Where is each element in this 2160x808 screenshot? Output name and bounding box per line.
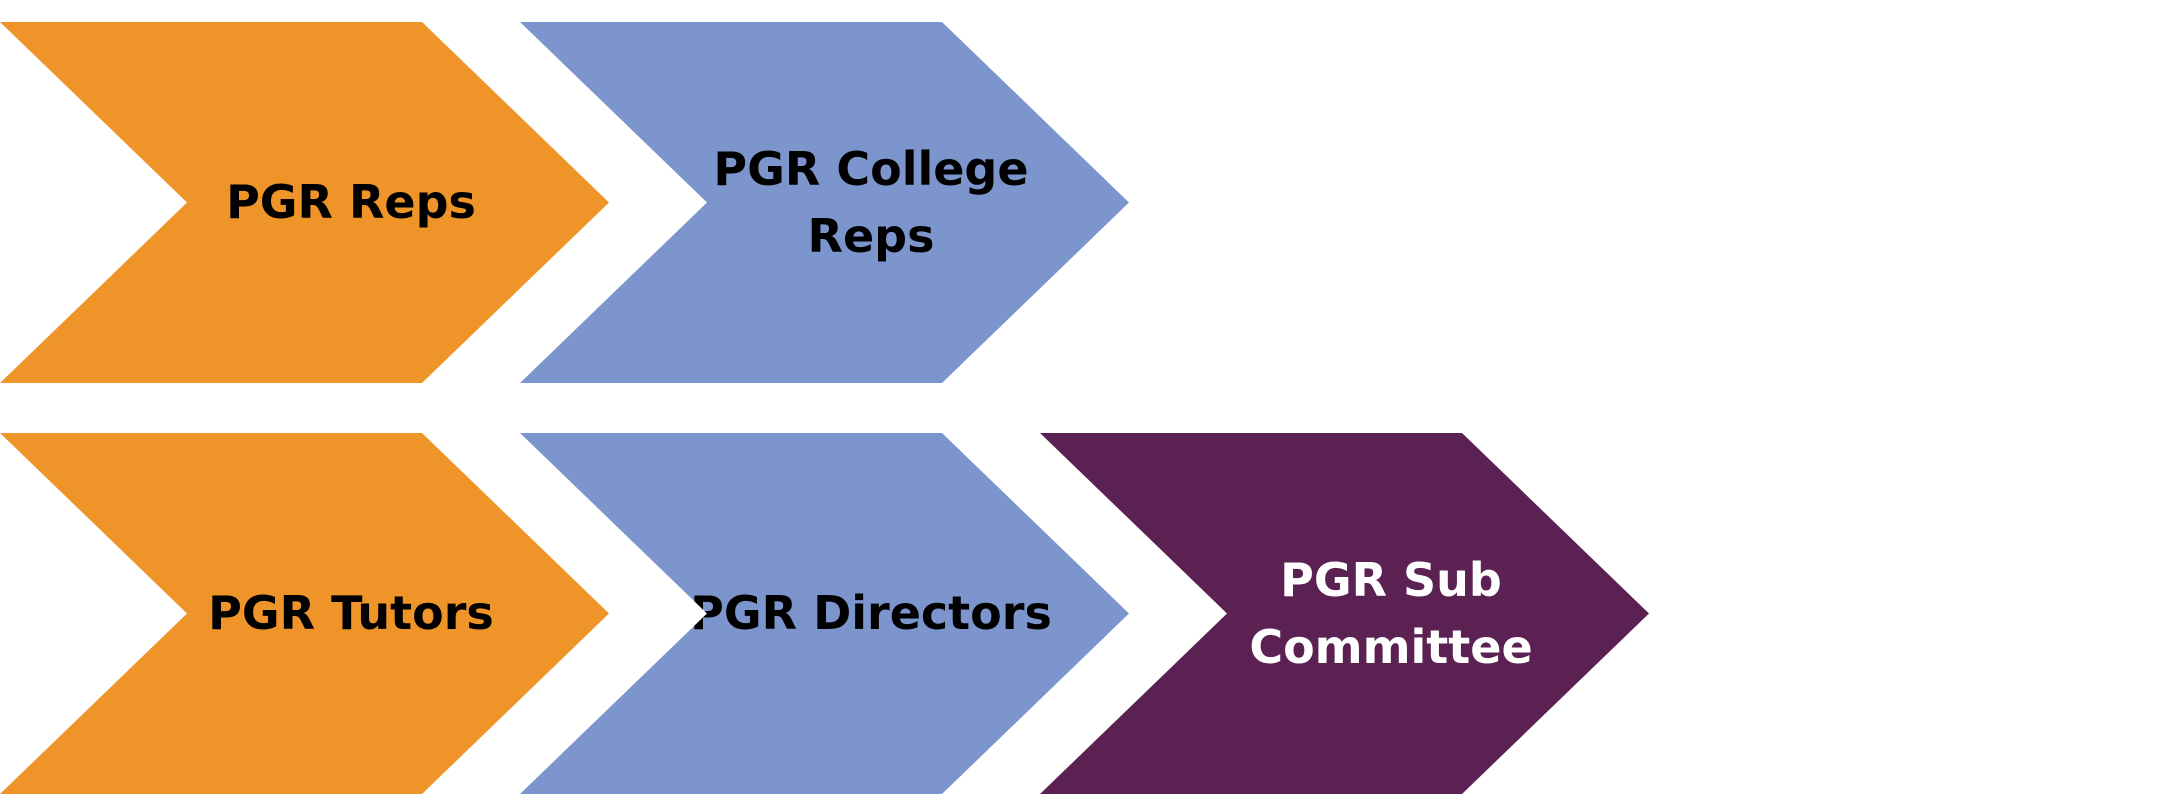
label-line: Reps xyxy=(807,208,935,263)
chevron-pgr-college-reps: PGR College Reps xyxy=(520,22,1129,383)
label-line: PGR Directors xyxy=(690,586,1052,640)
label-line: PGR College xyxy=(713,141,1029,196)
label-line: PGR Tutors xyxy=(208,586,494,640)
chevron-pgr-sub-committee: PGR Sub Committee xyxy=(1040,433,1649,794)
label-line: PGR Reps xyxy=(226,175,476,229)
chevron-pgr-reps: PGR Reps xyxy=(0,22,609,383)
chevron-pgr-directors-label: PGR Directors xyxy=(660,433,1082,794)
chevron-pgr-reps-label: PGR Reps xyxy=(140,22,562,383)
label-line: PGR Sub xyxy=(1280,552,1502,607)
chevron-pgr-tutors-label: PGR Tutors xyxy=(140,433,562,794)
chevron-pgr-sub-committee-label: PGR Sub Committee xyxy=(1180,433,1602,794)
chevron-pgr-directors: PGR Directors xyxy=(520,433,1129,794)
chevron-pgr-tutors: PGR Tutors xyxy=(0,433,609,794)
chevron-pgr-college-reps-label: PGR College Reps xyxy=(660,22,1082,383)
label-line: Committee xyxy=(1249,619,1533,674)
